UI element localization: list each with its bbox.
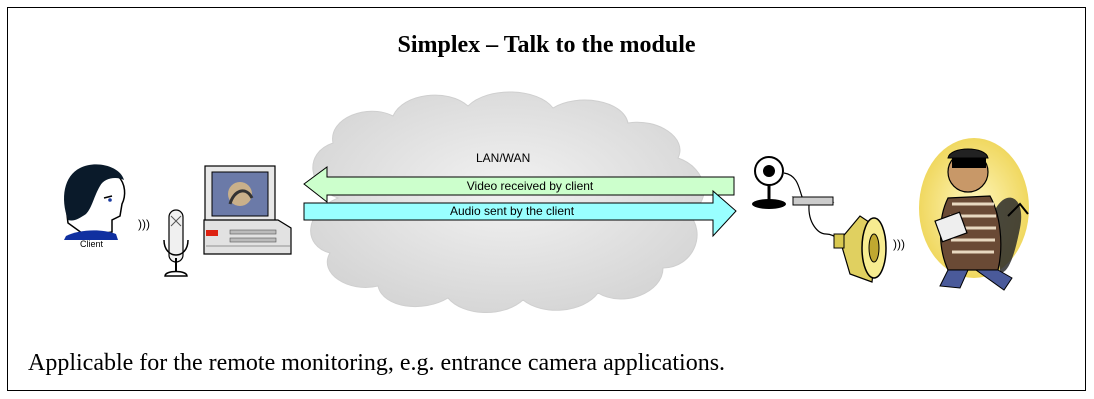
video-arrow-label: Video received by client: [467, 179, 594, 193]
client-label: Client: [80, 239, 104, 249]
computer-icon: [203, 165, 292, 255]
microphone-icon: [163, 209, 189, 277]
network-label: LAN/WAN: [476, 151, 530, 165]
network-cloud: LAN/WAN: [310, 91, 705, 313]
camera-icon: [752, 156, 808, 209]
diagram-canvas: LAN/WAN Video received by client Audio s…: [64, 91, 1029, 313]
footer-caption: Applicable for the remote monitoring, e.…: [28, 350, 726, 376]
slide-title: Simplex – Talk to the module: [397, 32, 696, 58]
sound-waves-left: ))): [138, 217, 150, 231]
video-arrow: Video received by client: [303, 166, 735, 204]
client-person-icon: Client: [64, 164, 126, 249]
slide-frame: Simplex – Talk to the module LAN/WAN Vid…: [7, 7, 1086, 391]
speaker-icon: [833, 215, 887, 283]
audio-arrow: Audio sent by the client: [303, 189, 737, 238]
audio-arrow-label: Audio sent by the client: [450, 204, 575, 218]
intruder-icon: [919, 138, 1029, 291]
sound-waves-right: ))): [893, 237, 905, 251]
